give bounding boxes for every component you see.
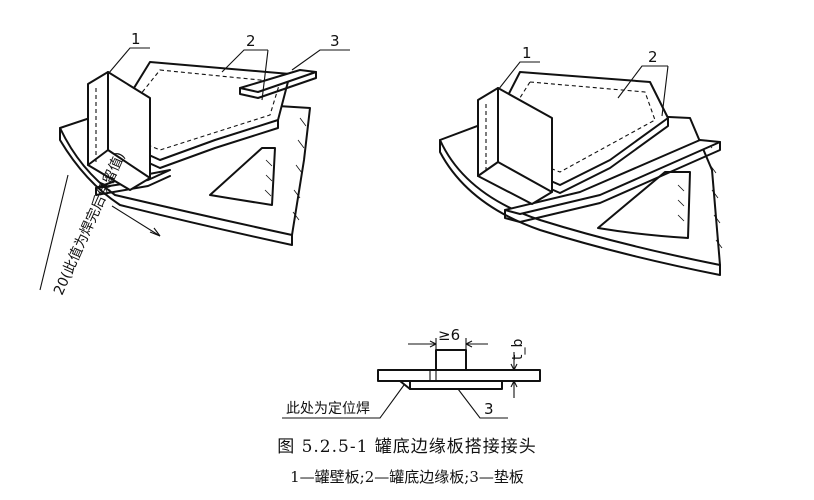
tack-weld-note: 此处为定位焊 <box>286 401 370 417</box>
right-isometric-view: 1 2 <box>439 44 723 276</box>
figure-legend: 1—罐壁板;2—罐底边缘板;3—垫板 <box>290 468 524 486</box>
left-isometric-view: 1 2 3 20(此值为焊完后保留值) <box>39 30 350 298</box>
thickness-label: t_b <box>510 339 526 360</box>
tack-weld <box>399 380 411 390</box>
right-label-1: 1 <box>522 44 532 62</box>
left-label-2: 2 <box>246 32 256 50</box>
left-notch <box>209 147 276 206</box>
gap-dimension: ≥6 <box>438 326 460 344</box>
right-label-2: 2 <box>648 48 658 66</box>
section-shell-plate <box>435 349 467 371</box>
section-label-3: 3 <box>484 400 494 418</box>
cross-section: ≥6 t_b 此处为定位焊 3 <box>282 326 541 419</box>
section-backing-strip <box>409 380 503 390</box>
left-label-3: 3 <box>330 32 340 50</box>
left-label-1: 1 <box>131 30 141 48</box>
figure-caption: 图 5.2.5-1 罐底边缘板搭接接头 <box>277 437 537 457</box>
right-notch <box>597 171 691 239</box>
section-edge-plate <box>377 369 541 382</box>
